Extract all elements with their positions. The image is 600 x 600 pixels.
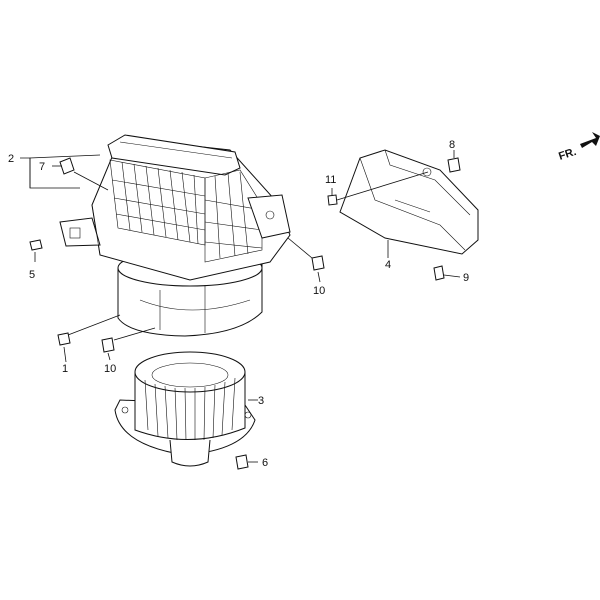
callout-9: 9 xyxy=(463,272,469,284)
fr-arrow-icon xyxy=(580,132,600,148)
callout-6: 6 xyxy=(262,457,268,469)
callout-8: 8 xyxy=(449,139,455,151)
bolt-10-lower xyxy=(101,337,115,353)
outside-air-duct xyxy=(339,149,479,255)
callout-3: 3 xyxy=(258,395,264,407)
bolt-10-right xyxy=(311,255,325,271)
screw-1 xyxy=(57,332,71,346)
callout-10-right: 10 xyxy=(313,285,325,297)
clip-7 xyxy=(59,157,75,175)
screw-11 xyxy=(327,194,338,206)
callout-7: 7 xyxy=(39,161,45,173)
callout-5: 5 xyxy=(29,269,35,281)
leader-lines xyxy=(20,150,461,463)
bolt-6 xyxy=(235,454,249,470)
blower-housing xyxy=(59,134,291,337)
screw-5 xyxy=(29,239,43,251)
front-direction-indicator: FR. xyxy=(557,132,600,163)
callout-1: 1 xyxy=(62,363,68,375)
blower-motor-fan xyxy=(114,351,256,467)
callout-4: 4 xyxy=(385,259,391,271)
callout-10-lower: 10 xyxy=(104,363,116,375)
fr-label: FR. xyxy=(557,146,578,163)
callout-2: 2 xyxy=(8,153,14,165)
screw-9 xyxy=(433,265,445,281)
callout-11: 11 xyxy=(325,174,336,186)
bolt-8 xyxy=(447,157,461,173)
fasteners xyxy=(29,157,461,470)
callout-labels: 2 7 5 1 10 10 3 6 11 8 4 9 xyxy=(8,139,469,469)
